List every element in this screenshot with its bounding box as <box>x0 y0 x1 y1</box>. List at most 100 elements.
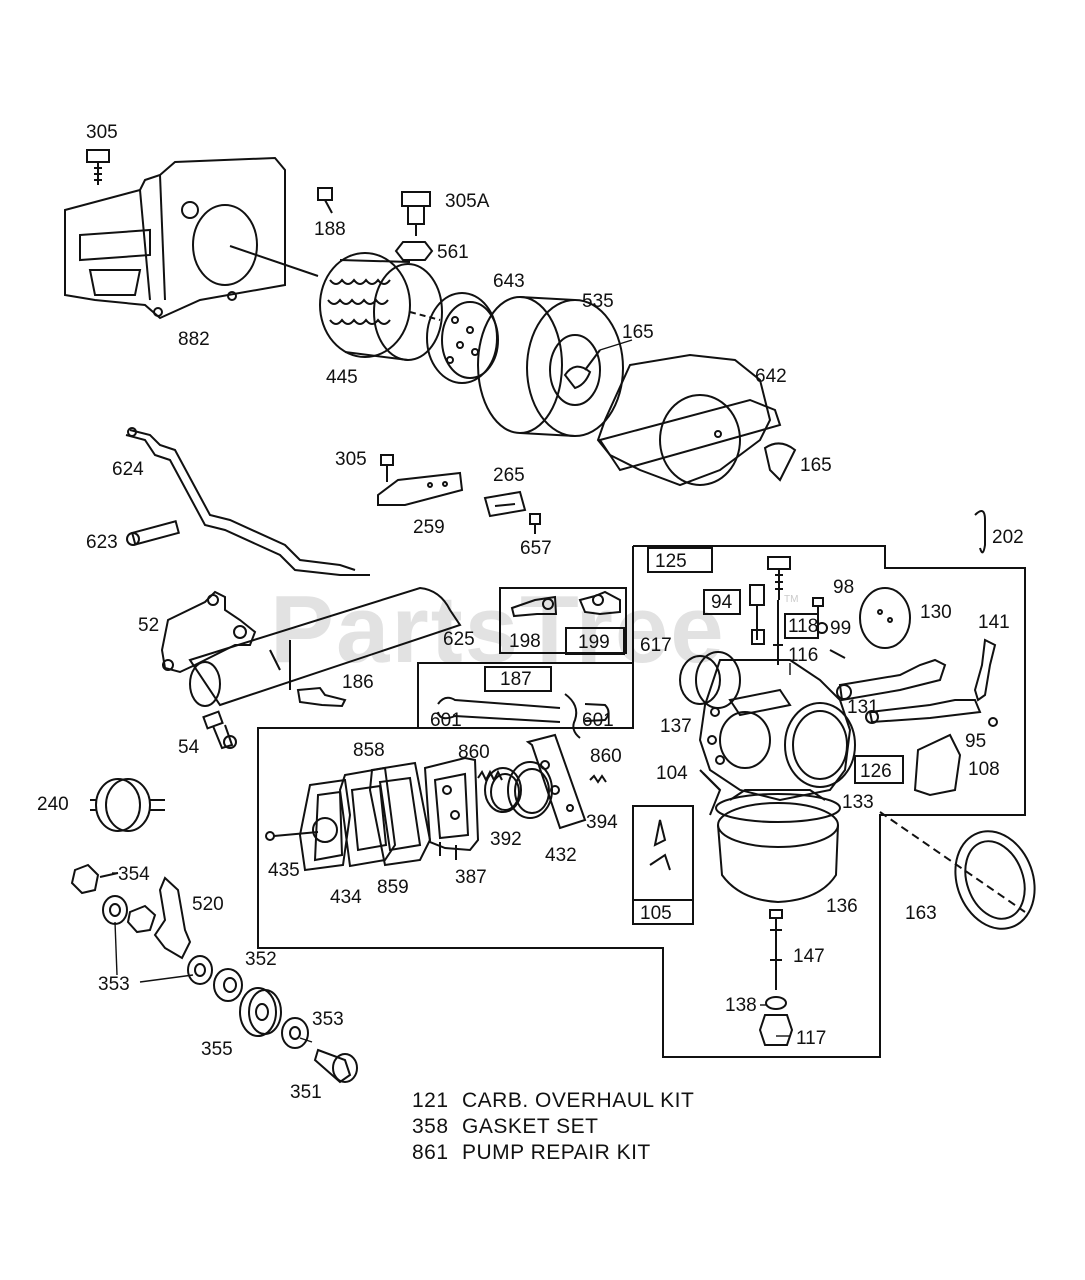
gasket-858 <box>298 778 352 872</box>
label-445: 445 <box>326 367 358 388</box>
spring-860-b <box>589 774 607 784</box>
label-54: 54 <box>178 737 200 758</box>
spacer-352 <box>213 968 243 1002</box>
nut-561 <box>394 241 434 261</box>
label-520: 520 <box>192 894 224 915</box>
plug-54 <box>202 710 237 750</box>
line-group-outline <box>417 662 633 728</box>
label-434: 434 <box>330 887 362 908</box>
kit-row: 358 GASKET SET <box>412 1114 694 1140</box>
cover-642 <box>596 353 782 487</box>
bracket-52 <box>160 590 257 674</box>
nut-354-b <box>126 904 157 934</box>
label-98: 98 <box>833 577 854 598</box>
label-117: 117 <box>796 1028 826 1049</box>
kit-description: CARB. OVERHAUL KIT <box>462 1089 695 1112</box>
ring-392 <box>484 767 522 813</box>
watermark: PartsTree <box>270 576 726 683</box>
label-657: 657 <box>520 538 552 559</box>
label-163: 163 <box>905 903 937 924</box>
clip-202 <box>974 510 986 554</box>
label-601: 601 <box>430 710 462 731</box>
label-882: 882 <box>178 329 210 350</box>
diaphragm-434 <box>338 766 397 868</box>
screw-305-mid <box>380 454 394 482</box>
precleaner-535 <box>477 296 624 437</box>
label-94: 94 <box>711 592 733 613</box>
label-116: 116 <box>788 645 818 666</box>
bolt-351 <box>313 1048 358 1084</box>
label-394: 394 <box>586 812 618 833</box>
label-432: 432 <box>545 845 577 866</box>
fitting-186 <box>296 686 347 708</box>
label-601b: 601 <box>582 710 614 731</box>
label-188: 188 <box>314 219 346 240</box>
watermark-tm: TM <box>784 594 799 605</box>
filter-445 <box>319 252 443 361</box>
label-387: 387 <box>455 867 487 888</box>
label-99: 99 <box>830 618 851 639</box>
screw-657 <box>529 513 541 534</box>
kit-row: 121 CARB. OVERHAUL KIT <box>412 1088 694 1114</box>
label-617: 617 <box>640 635 672 656</box>
kit-description: GASKET SET <box>462 1115 599 1138</box>
label-535: 535 <box>582 291 614 312</box>
label-131: 131 <box>847 697 879 718</box>
bolt-305A <box>401 191 431 236</box>
label-108: 108 <box>968 759 1000 780</box>
label-352: 352 <box>245 949 277 970</box>
box-187 <box>484 666 552 692</box>
wingnut-165-a <box>563 349 601 390</box>
label-305: 305 <box>86 122 118 143</box>
nut-354 <box>70 863 100 895</box>
label-642: 642 <box>755 366 787 387</box>
label-353b: 353 <box>312 1009 344 1030</box>
fitting-198 <box>510 590 621 618</box>
label-624: 624 <box>112 459 144 480</box>
cover-394 <box>525 733 587 830</box>
label-858: 858 <box>353 740 385 761</box>
label-130: 130 <box>920 602 952 623</box>
clip-265 <box>483 490 527 518</box>
label-354: 354 <box>118 864 150 885</box>
screw-188 <box>317 187 333 214</box>
label-199: 199 <box>578 632 610 653</box>
fitting-group-outline <box>499 587 627 654</box>
label-141: 141 <box>978 612 1010 633</box>
box-126 <box>854 755 904 784</box>
kit-number: 358 <box>412 1115 449 1138</box>
label-138: 138 <box>725 995 757 1016</box>
label-259: 259 <box>413 517 445 538</box>
lever-520 <box>153 876 192 960</box>
kit-number: 861 <box>412 1141 449 1164</box>
wingnut-165-b <box>763 442 797 482</box>
backplate-882 <box>64 156 319 320</box>
pump-body-387 <box>423 756 480 860</box>
label-118: 118 <box>788 616 818 637</box>
label-623: 623 <box>86 532 118 553</box>
washer-353-b <box>187 955 213 985</box>
label-95: 95 <box>965 731 986 752</box>
hose-601 <box>437 693 610 739</box>
label-165: 165 <box>622 322 654 343</box>
pin-623 <box>126 520 180 546</box>
label-625: 625 <box>443 629 475 650</box>
label-435: 435 <box>268 860 300 881</box>
label-860: 860 <box>458 742 490 763</box>
label-136: 136 <box>826 896 858 917</box>
label-353: 353 <box>98 974 130 995</box>
label-643: 643 <box>493 271 525 292</box>
label-351: 351 <box>290 1082 322 1103</box>
box-125 <box>647 547 713 573</box>
leader-lines <box>112 339 791 1043</box>
label-104: 104 <box>656 763 688 784</box>
kit-number: 121 <box>412 1089 449 1112</box>
label-126: 126 <box>860 761 892 782</box>
pulley-355 <box>239 987 282 1037</box>
label-240: 240 <box>37 794 69 815</box>
label-165b: 165 <box>800 455 832 476</box>
